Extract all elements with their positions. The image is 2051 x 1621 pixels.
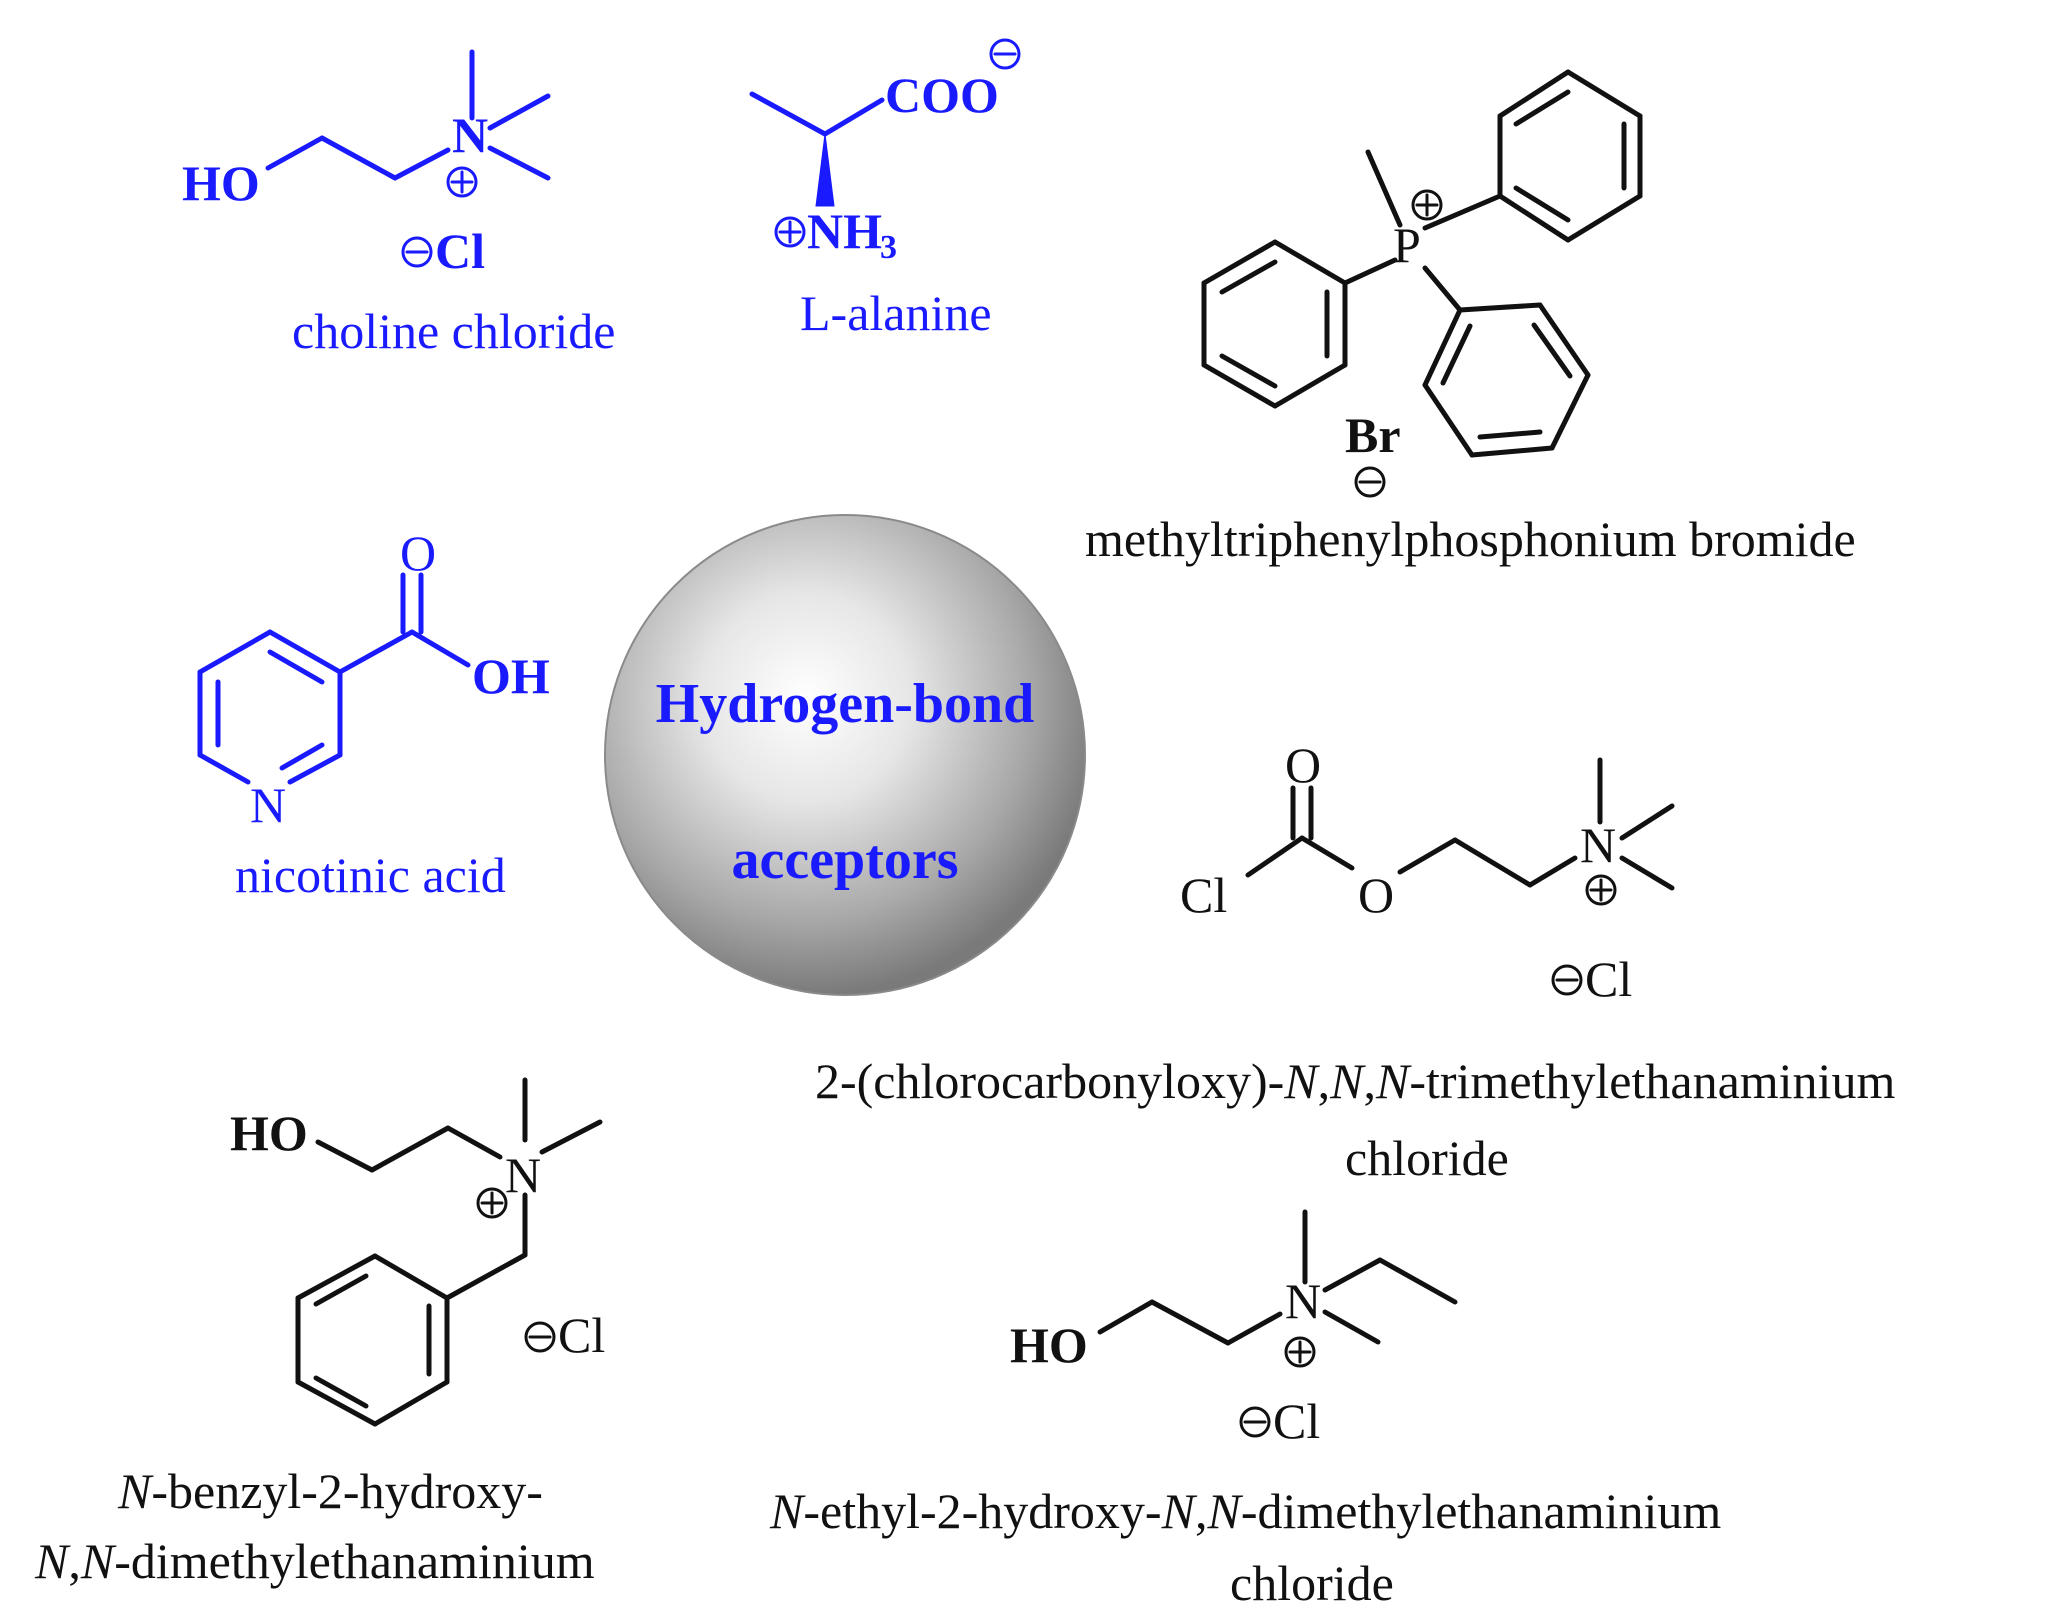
chlorocarbonyl-name-n2: N [1329,1053,1366,1109]
benzyl-minus-charge [524,1321,556,1353]
sphere-shape [604,514,1086,996]
alanine-nh-label: NH [807,203,882,259]
nicotinic-n-label: N [250,777,286,833]
chlorocarbonyl-cl-label: Cl [1180,867,1227,923]
chlorocarbonyl-name-n3: N [1375,1053,1412,1109]
alanine-plus-charge [774,216,806,248]
center-sphere: Hydrogen-bond acceptors [604,514,1086,996]
benzyl-structure: HO N Cl N-benzyl-2-hydroxy- N,N-dimethyl… [34,1077,605,1589]
alanine-sub3-label: 3 [880,229,897,266]
benzyl-name-n: N [117,1463,154,1519]
chlorocarbonyl-name-n1: N [1283,1053,1320,1109]
ethyl-name-line1-b: -dimethylethanaminium [1241,1483,1722,1539]
chlorocarbonyl-o-ester-label: O [1358,867,1394,923]
benzyl-name-line2: N,N-dimethylethanaminium [34,1533,595,1589]
benzyl-n-label: N [505,1147,541,1203]
ethyl-ho-label: HO [1010,1317,1088,1373]
ethyl-structure: HO N Cl N-ethyl-2-hydroxy-N,N-dimethylet… [769,1209,1721,1611]
nicotinic-acid-structure: O OH N nicotinic acid [197,525,550,903]
benzyl-name-n2: N [80,1533,117,1589]
chlorocarbonyl-plus-charge [1585,874,1617,906]
benzyl-name-line2-b: -dimethylethanaminium [114,1533,595,1589]
center-title-line1: Hydrogen-bond [656,673,1035,735]
chlorocarbonyl-name-line1-a: 2-(chlorocarbonyloxy)- [815,1053,1284,1109]
choline-minus-charge [401,236,433,268]
choline-chloride-structure: HO N Cl choline chloride [182,49,616,359]
ethyl-name-c: , [1195,1483,1208,1539]
nicotinic-name: nicotinic acid [235,847,506,903]
choline-n-label: N [452,107,488,163]
alanine-bonds [749,91,885,137]
chlorocarbonyl-name-c2: , [1363,1053,1376,1109]
l-alanine-structure: COO NH 3 L-alanine [749,38,1021,341]
center-title-line2: acceptors [731,829,958,891]
mtpb-p-label: P [1393,217,1421,273]
ethyl-name-line2: chloride [1230,1555,1394,1611]
alanine-coo-label: COO [885,67,999,123]
ethyl-bonds [1097,1209,1458,1346]
ethyl-name-line1: N-ethyl-2-hydroxy-N,N-dimethylethanamini… [769,1483,1721,1539]
benzyl-plus-charge [476,1187,508,1219]
choline-cl-label: Cl [435,223,485,279]
choline-bonds [265,49,551,181]
ethyl-plus-charge [1284,1336,1316,1368]
mtpb-br-label: Br [1345,407,1401,463]
chlorocarbonyl-name-line2: chloride [1345,1130,1509,1186]
alanine-name: L-alanine [800,285,992,341]
choline-name: choline chloride [292,303,616,359]
mtpb-bonds [1201,69,1643,458]
chlorocarbonyl-o-dbl-label: O [1285,737,1321,793]
benzyl-name-c: , [68,1533,81,1589]
ethyl-name-n2: N [1161,1483,1198,1539]
benzyl-name-line1: N-benzyl-2-hydroxy- [117,1463,543,1519]
ethyl-name-n1: N [769,1483,806,1539]
chlorocarbonyl-name-line1: 2-(chlorocarbonyloxy)-N,N,N-trimethyleth… [815,1053,1895,1109]
ethyl-name-line1-a: -ethyl-2-hydroxy- [803,1483,1161,1539]
ethyl-name-n3: N [1206,1483,1243,1539]
chlorocarbonyl-cl-counterion-label: Cl [1585,951,1632,1007]
benzyl-bonds [295,1077,603,1427]
chlorocarbonyl-minus-charge [1551,964,1583,996]
benzyl-ho-label: HO [230,1105,308,1161]
chlorocarbonyl-structure: Cl O O N Cl 2-(chlorocarbonyloxy)-N,N,N-… [815,737,1895,1186]
ethyl-n-label: N [1285,1273,1321,1329]
alanine-wedge-bond [815,133,835,207]
mtpb-structure: P Br methyltriphenylphosphonium bromide [1085,69,1856,567]
choline-ho-label: HO [182,155,260,211]
ethyl-minus-charge [1239,1406,1271,1438]
chlorocarbonyl-bonds [1245,757,1675,891]
mtpb-name: methyltriphenylphosphonium bromide [1085,511,1856,567]
nicotinic-oh-label: OH [472,648,550,704]
nicotinic-bonds [197,572,471,785]
mtpb-minus-charge [1354,466,1386,498]
alanine-minus-charge [989,38,1021,70]
ethyl-cl-label: Cl [1273,1393,1320,1449]
chlorocarbonyl-name-line1-b: -trimethylethanaminium [1409,1053,1895,1109]
mtpb-plus-charge [1411,189,1443,221]
chlorocarbonyl-n-label: N [1580,817,1616,873]
nicotinic-o-label: O [400,525,436,581]
benzyl-cl-label: Cl [558,1307,605,1363]
benzyl-name-n1: N [34,1533,71,1589]
benzyl-name-line1-b: -benzyl-2-hydroxy- [151,1463,543,1519]
choline-plus-charge [446,166,478,198]
chlorocarbonyl-name-c1: , [1318,1053,1331,1109]
